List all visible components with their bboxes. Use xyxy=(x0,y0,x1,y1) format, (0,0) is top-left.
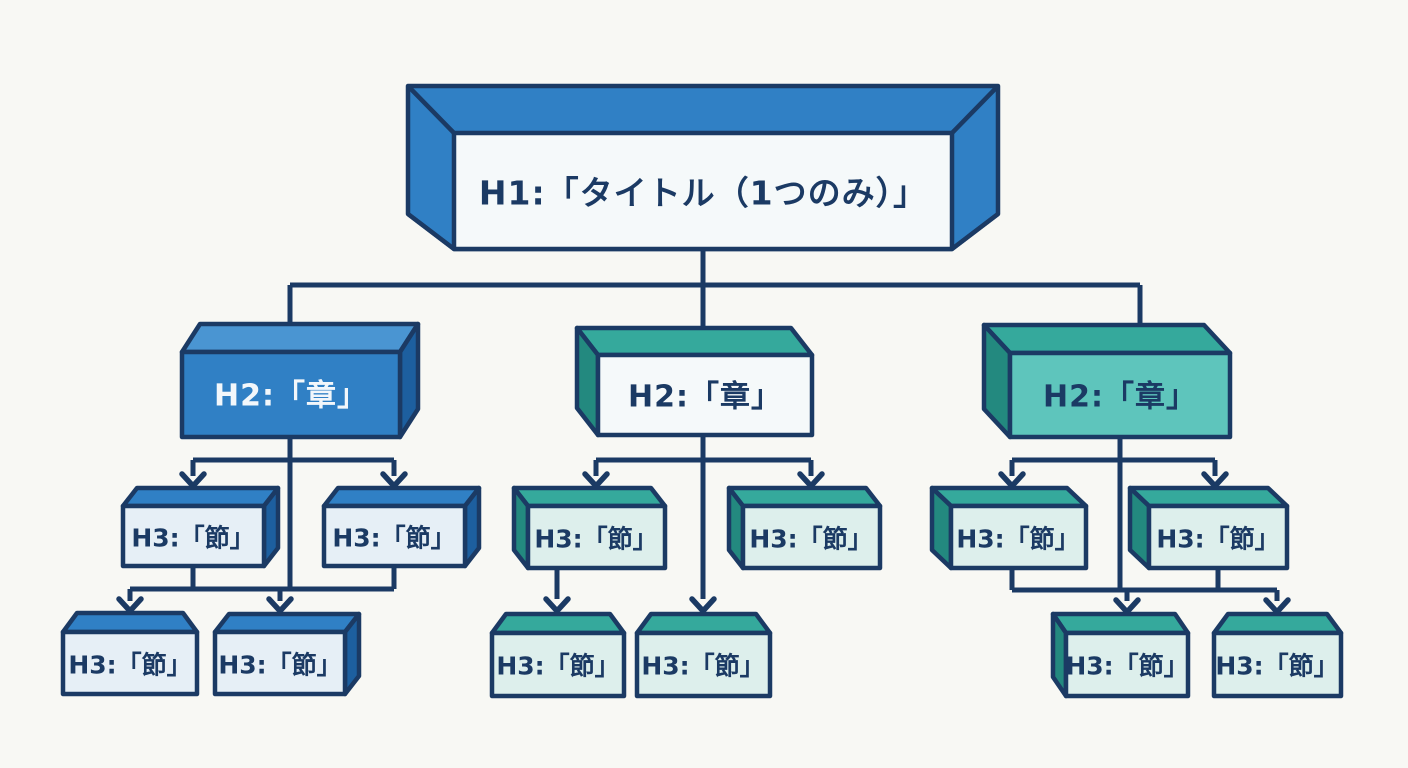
h3-box-left-3: H3:「節」 xyxy=(60,610,200,697)
h3-box-right-3: H3:「節」 xyxy=(1050,611,1191,699)
h3-label: H3:「節」 xyxy=(956,525,1079,554)
group-right: H2:「章」 H3:「節」 H3:「節」 H3:「節」 H3:「節」 xyxy=(929,322,1344,699)
h3-box-right-2: H3:「節」 xyxy=(1127,485,1290,571)
h3-box-center-3: H3:「節」 xyxy=(489,611,627,699)
connector-lines xyxy=(116,249,1291,615)
h3-label: H3:「節」 xyxy=(641,652,764,681)
front-face xyxy=(1007,350,1233,440)
front-face xyxy=(1211,630,1344,699)
h1-front-face xyxy=(451,130,955,252)
h3-label: H3:「節」 xyxy=(68,651,191,680)
h3-box-center-1: H3:「節」 xyxy=(511,485,668,571)
h3-label: H3:「節」 xyxy=(496,652,619,681)
front-face xyxy=(212,629,348,697)
top-face xyxy=(60,610,200,635)
top-face xyxy=(981,322,1233,356)
front-face xyxy=(321,503,468,569)
h3-box-right-1: H3:「節」 xyxy=(929,485,1089,571)
front-face xyxy=(595,352,815,438)
top-face xyxy=(929,485,1089,509)
front-face xyxy=(1146,503,1290,571)
top-face xyxy=(489,611,627,636)
h2-label: H2:「章」 xyxy=(214,379,368,414)
h3-label: H3:「節」 xyxy=(749,525,872,554)
h1-frame-bevel-lines xyxy=(406,84,1000,251)
h3-label: H3:「節」 xyxy=(534,525,657,554)
h1-label: H1:「タイトル（1つのみ）」 xyxy=(479,174,927,213)
h2-box-center: H2:「章」 xyxy=(574,325,815,438)
h3-label: H3:「節」 xyxy=(1065,652,1188,681)
front-face xyxy=(740,503,883,571)
h3-box-right-4: H3:「節」 xyxy=(1211,611,1344,699)
h2-label: H2:「章」 xyxy=(628,380,782,415)
top-face xyxy=(120,485,281,509)
h3-label: H3:「節」 xyxy=(218,651,341,680)
h2-box-right: H2:「章」 xyxy=(981,322,1233,440)
g2-arrow4-head-icon xyxy=(689,596,717,614)
top-face xyxy=(1050,611,1191,636)
h3-box-center-2: H3:「節」 xyxy=(726,485,883,571)
top-face xyxy=(511,485,668,509)
g1-arrow4-head-icon xyxy=(266,596,294,614)
h3-label: H3:「節」 xyxy=(131,524,254,553)
h3-box-left-1: H3:「節」 xyxy=(120,485,281,569)
h3-box-left-2: H3:「節」 xyxy=(321,485,482,569)
g3-arrow4-head-icon xyxy=(1263,597,1291,615)
front-face xyxy=(525,503,668,571)
front-face xyxy=(60,629,200,697)
front-face xyxy=(634,630,773,699)
top-face xyxy=(321,485,482,509)
g2-arrow3-head-icon xyxy=(543,596,571,614)
front-face xyxy=(120,503,267,569)
top-face xyxy=(1211,611,1344,636)
h2-box-left: H2:「章」 xyxy=(179,321,421,440)
h3-label: H3:「節」 xyxy=(1156,525,1279,554)
top-face xyxy=(574,325,815,358)
front-face xyxy=(179,349,403,440)
h3-label: H3:「節」 xyxy=(1215,652,1338,681)
front-face xyxy=(948,503,1089,571)
h2-label: H2:「章」 xyxy=(1043,380,1197,415)
g3-arrow3-head-icon xyxy=(1113,597,1141,615)
group-left: H2:「章」 H3:「節」 H3:「節」 H3:「節」 H3:「節」 xyxy=(60,321,482,697)
top-face xyxy=(634,611,773,636)
h3-box-left-4: H3:「節」 xyxy=(212,611,362,697)
top-face xyxy=(179,321,421,355)
front-face xyxy=(1063,630,1191,699)
h3-label: H3:「節」 xyxy=(332,524,455,553)
top-face xyxy=(1127,485,1290,509)
h1-title-box: H1:「タイトル（1つのみ）」 xyxy=(405,83,1001,252)
front-face xyxy=(489,630,627,699)
group-center: H2:「章」 H3:「節」 H3:「節」 H3:「節」 H3:「節」 xyxy=(489,325,883,699)
top-face xyxy=(212,611,362,635)
h3-box-center-4: H3:「節」 xyxy=(634,611,773,699)
top-face xyxy=(726,485,883,509)
